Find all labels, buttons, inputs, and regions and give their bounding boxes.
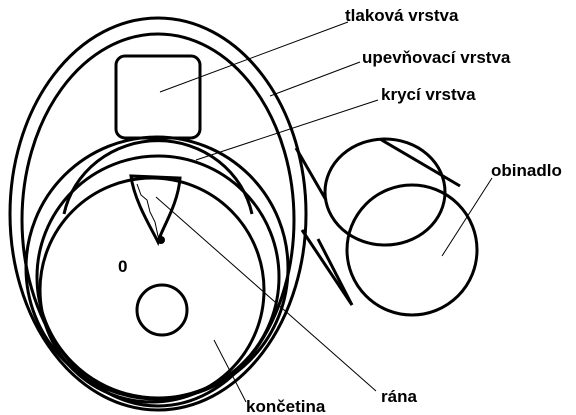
label-cover-layer: krycí vrstva [381, 85, 476, 104]
label-bandage: obinadlo [491, 161, 562, 180]
wound-jagged-line [137, 184, 161, 242]
leader-cover-layer [196, 100, 378, 160]
bone-circle [137, 285, 187, 335]
bandage-roll-front [347, 185, 477, 315]
label-pressure-layer: tlaková vrstva [345, 6, 459, 25]
limb-circle [40, 178, 264, 402]
wound-shape [131, 176, 180, 242]
leader-bandage [442, 178, 492, 256]
bandage-strip-bottom [302, 230, 352, 305]
bone-mark-label: 0 [118, 257, 127, 276]
wound-dot [157, 236, 165, 244]
label-wound: rána [381, 387, 417, 406]
label-fixing-layer: upevňovací vrstva [362, 48, 511, 67]
bandage-strip-top [296, 148, 326, 200]
pressure-pad [116, 56, 200, 138]
cover-layer-inner-circle [37, 156, 279, 398]
label-limb: končetina [246, 397, 326, 415]
leader-fixing-layer [270, 62, 360, 96]
bandage-roll-top-edge [380, 139, 460, 186]
